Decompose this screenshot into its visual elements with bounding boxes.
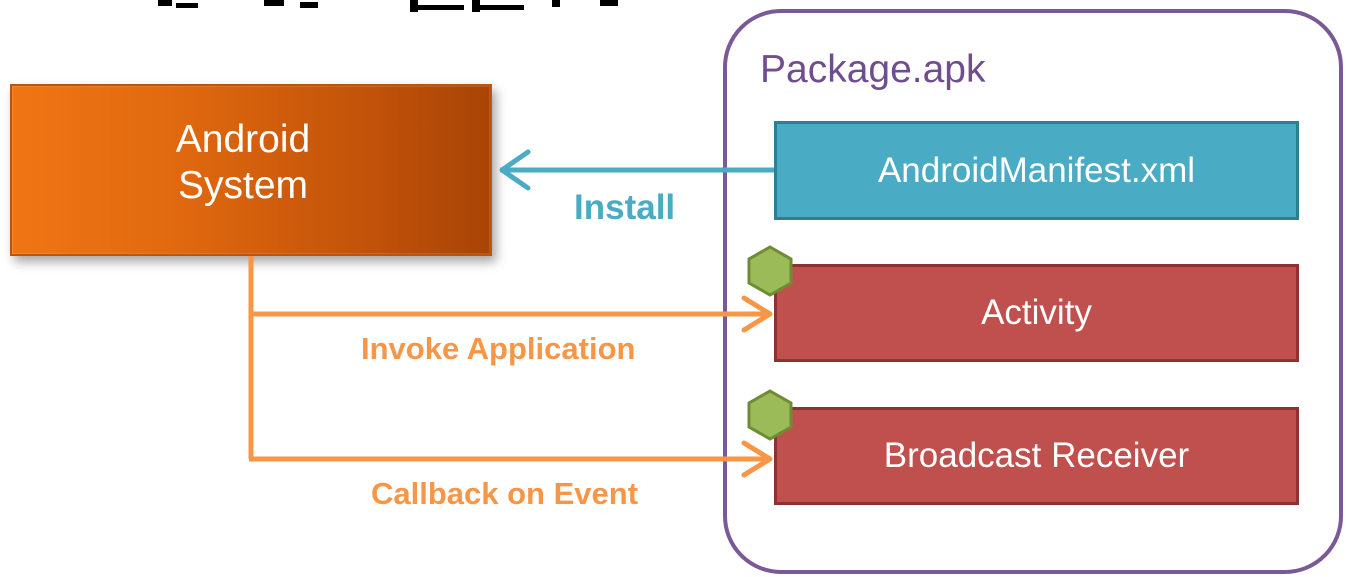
install-label: Install [574, 188, 676, 227]
package-title: Package.apk [760, 48, 986, 91]
callback-label: Callback on Event [371, 476, 639, 511]
android-system-label: Android System [175, 118, 311, 207]
activity-box: Activity [774, 264, 1299, 362]
cropped-title-fragment [158, 0, 618, 12]
receiver-label: Broadcast Receiver [883, 436, 1190, 475]
manifest-label: AndroidManifest.xml [877, 150, 1196, 190]
receiver-box: Broadcast Receiver [774, 407, 1299, 505]
activity-hexagon-icon [747, 245, 793, 297]
activity-label: Activity [981, 293, 1092, 332]
manifest-box: AndroidManifest.xml [774, 121, 1299, 220]
android-system-box: Android System [10, 84, 492, 256]
invoke-label: Invoke Application [361, 331, 636, 366]
callback-arrow [249, 440, 773, 478]
receiver-hexagon-icon [747, 389, 793, 441]
